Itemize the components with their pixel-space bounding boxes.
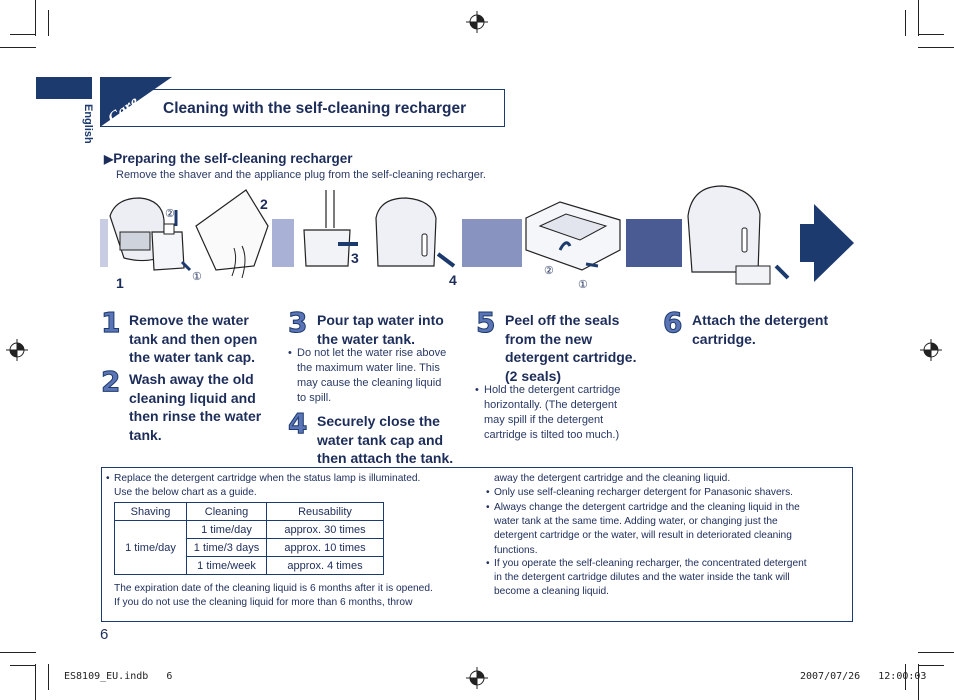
table-cell: approx. 10 times (266, 538, 384, 557)
section-tag-triangle (100, 77, 172, 127)
illustration-band (462, 219, 522, 267)
table-cell: 1 time/day (186, 520, 267, 539)
step-number: 4 (287, 407, 308, 441)
footer-timestamp: 2007/07/26 12:00:03 (800, 671, 927, 682)
registration-mark-icon (920, 339, 942, 361)
language-label: English (82, 104, 94, 144)
table-cell: 1 time/day (114, 520, 187, 575)
illustration-number: 4 (449, 272, 457, 288)
side-tab (36, 77, 92, 99)
info-box (101, 467, 853, 622)
arrow-right-icon (800, 204, 854, 282)
detergent-cartridge-illustration (525, 201, 621, 271)
crop-mark (918, 665, 944, 666)
step-number: 6 (662, 306, 683, 340)
illustration-circled-number: ② (544, 265, 554, 277)
cartridge-attach-illustration (687, 185, 790, 285)
table-row: 1 time/week approx. 4 times (115, 556, 384, 575)
section-heading-text: Preparing the self-cleaning recharger (113, 151, 353, 166)
footer-file-info: ES8109_EU.indb 6 (64, 671, 173, 682)
step-number: 5 (475, 306, 496, 340)
crop-mark (918, 664, 919, 700)
table-header: Shaving (114, 502, 187, 521)
table-header-row: Shaving Cleaning Reusability (114, 502, 384, 521)
table-header: Cleaning (186, 502, 267, 521)
step-number: 2 (100, 365, 121, 399)
step-number: 1 (100, 306, 121, 340)
table-cell: 1 time/week (186, 556, 267, 575)
replacement-chart-table: Shaving Cleaning Reusability 1 time/day … (114, 502, 384, 575)
table-header: Reusability (266, 502, 384, 521)
recharger-disassembly-illustration (109, 189, 269, 279)
registration-mark-icon (6, 339, 28, 361)
crop-mark (48, 664, 49, 690)
section-heading: ▶Preparing the self-cleaning recharger (104, 151, 353, 166)
section-subtext: Remove the shaver and the appliance plug… (116, 169, 486, 181)
illustration-band (100, 219, 108, 267)
crop-mark (918, 34, 944, 35)
info-continued-text: away the detergent cartridge and the cle… (494, 473, 731, 484)
page-number: 6 (100, 626, 109, 643)
crop-mark (35, 0, 36, 36)
crop-mark (0, 652, 36, 653)
water-tank-fill-illustration (303, 190, 358, 267)
table-row: 1 time/day 1 time/day approx. 30 times (114, 520, 384, 575)
info-bullet: • Always change the detergent cartridge … (486, 502, 800, 556)
illustration-number: 1 (116, 275, 124, 291)
step-number: 3 (287, 306, 308, 340)
table-row: 1 time/3 days approx. 10 times (115, 538, 384, 557)
table-cell: approx. 4 times (266, 556, 384, 575)
title-box (100, 89, 505, 127)
info-bullet: • Replace the detergent cartridge when t… (106, 473, 421, 499)
illustration-circled-number: ① (578, 279, 588, 291)
illustration-number: 3 (351, 250, 359, 266)
illustration-band (626, 219, 682, 267)
crop-mark (10, 34, 36, 35)
registration-mark-icon (466, 11, 488, 33)
crop-mark (918, 0, 919, 36)
illustration-number: 2 (260, 196, 268, 212)
info-bullet: • Only use self-cleaning recharger deter… (486, 487, 793, 498)
illustration-band (272, 219, 294, 267)
table-cell: 1 time/3 days (186, 538, 267, 557)
crop-mark (10, 665, 36, 666)
registration-mark-icon (466, 667, 488, 689)
crop-mark (0, 47, 36, 48)
expiration-text: The expiration date of the cleaning liqu… (114, 583, 433, 609)
crop-mark (905, 10, 906, 36)
illustration-circled-number: ② (165, 208, 175, 220)
table-cell: approx. 30 times (266, 520, 384, 539)
crop-mark (35, 664, 36, 700)
crop-mark (918, 652, 954, 653)
crop-mark (905, 664, 906, 690)
recharger-unit-illustration (375, 197, 456, 268)
triangle-bullet-icon: ▶ (104, 152, 114, 166)
info-bullet: • If you operate the self-cleaning recha… (486, 558, 807, 598)
crop-mark (48, 10, 49, 36)
crop-mark (918, 47, 954, 48)
illustration-circled-number: ① (192, 271, 202, 283)
page-title: Cleaning with the self-cleaning recharge… (163, 100, 467, 117)
